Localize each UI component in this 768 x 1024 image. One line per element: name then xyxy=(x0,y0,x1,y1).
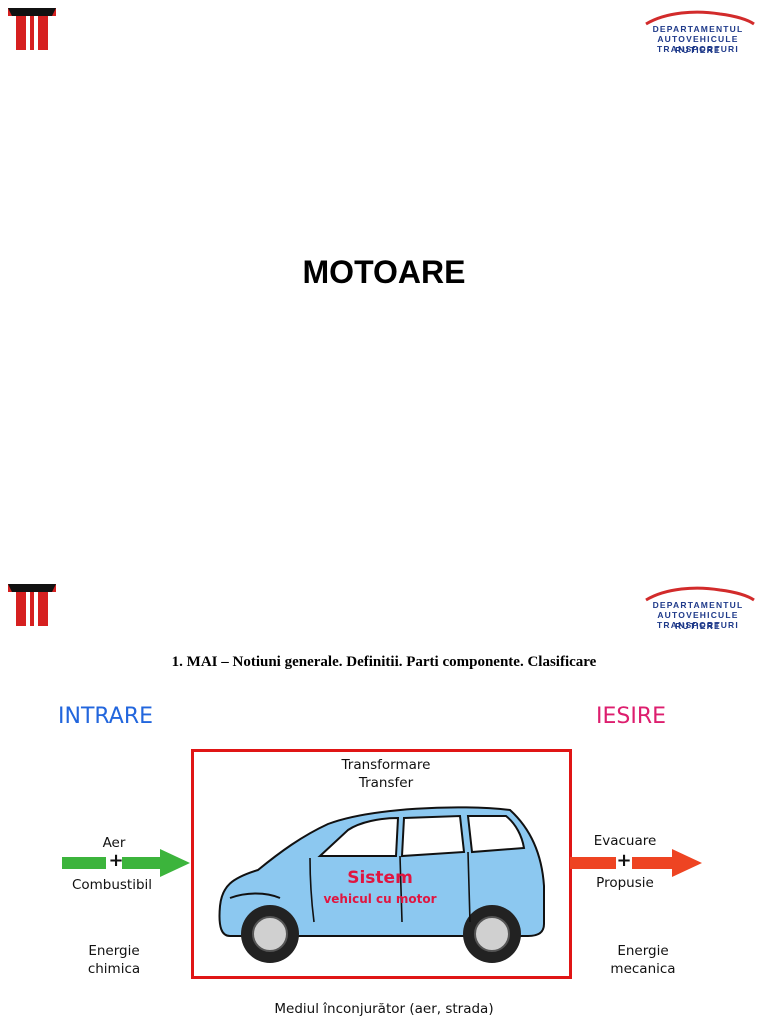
input-label-combustibil: Combustibil xyxy=(71,877,153,893)
output-heading: IESIRE xyxy=(596,704,667,729)
output-label-evacuare: Evacuare xyxy=(593,833,657,849)
output-label-propusie: Propusie xyxy=(596,875,654,891)
car-silhouette-icon xyxy=(645,10,755,26)
input-arrow-icon xyxy=(62,849,190,877)
energy-out-line-2: mecanica xyxy=(610,961,676,977)
dept-line-1: DEPARTAMENTUL xyxy=(652,600,744,610)
university-logo-icon xyxy=(8,584,56,626)
input-label-aer: Aer xyxy=(102,835,126,851)
dept-line-3: TRANSPORTURI xyxy=(657,44,739,54)
dept-line-2: AUTOVEHICULE RUTIERE xyxy=(657,610,739,631)
slide-title: DEPARTAMENTUL AUTOVEHICULE RUTIERE TRANS… xyxy=(8,8,760,290)
energy-in-line-2: chimica xyxy=(87,961,141,977)
dept-line-1: DEPARTAMENTUL xyxy=(652,24,744,34)
dept-line-3: TRANSPORTURI xyxy=(657,620,739,630)
page-title: MOTOARE xyxy=(302,254,466,290)
system-label: Sistem xyxy=(347,868,413,888)
box-label-transformare: Transformare xyxy=(341,757,431,773)
dept-line-2: AUTOVEHICULE RUTIERE xyxy=(657,34,739,55)
car-icon xyxy=(218,806,545,963)
section-subtitle: 1. MAI – Notiuni generale. Definitii. Pa… xyxy=(171,654,597,670)
energy-out-line-1: Energie xyxy=(617,943,669,959)
slide-diagram: DEPARTAMENTUL AUTOVEHICULE RUTIERE TRANS… xyxy=(0,576,768,1024)
department-logo: DEPARTAMENTUL AUTOVEHICULE RUTIERE TRANS… xyxy=(636,8,760,58)
university-logo-icon xyxy=(8,8,56,50)
environment-label: Mediul înconjurător (aer, strada) xyxy=(274,1001,494,1017)
car-silhouette-icon xyxy=(645,586,755,602)
input-heading: INTRARE xyxy=(58,704,154,729)
output-arrow-icon xyxy=(570,849,702,877)
energy-in-line-1: Energie xyxy=(88,943,140,959)
box-label-transfer: Transfer xyxy=(358,775,414,791)
input-plus: + xyxy=(108,850,124,871)
department-logo: DEPARTAMENTUL AUTOVEHICULE RUTIERE TRANS… xyxy=(636,584,760,634)
system-sublabel: vehicul cu motor xyxy=(323,892,437,906)
output-plus: + xyxy=(616,850,632,871)
